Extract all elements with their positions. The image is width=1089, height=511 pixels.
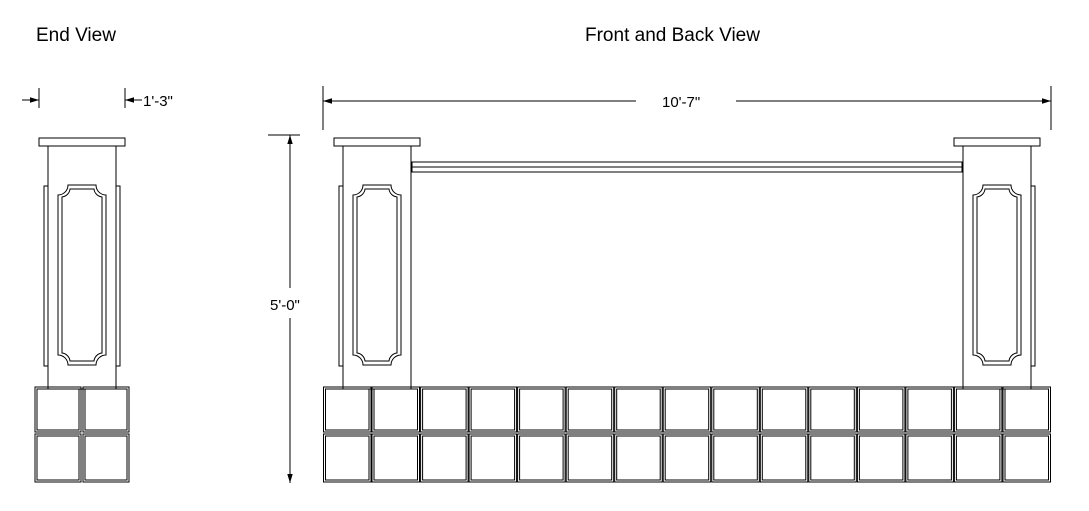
base-block: [420, 386, 469, 433]
base-block: [711, 433, 760, 483]
base-block: [371, 386, 420, 433]
base-block: [614, 386, 663, 433]
left-post-cap: [333, 137, 421, 147]
base-block: [1002, 433, 1051, 483]
base-block: [905, 386, 954, 433]
base-block: [614, 433, 663, 483]
front-base-blocks: [323, 386, 1051, 483]
left-post: [333, 137, 421, 390]
base-block: [662, 386, 712, 433]
base-block: [759, 433, 809, 483]
right-post: [953, 137, 1041, 390]
base-block: [565, 386, 615, 433]
end-base-blocks: [34, 386, 130, 483]
height-dimension: 5'-0": [270, 297, 300, 314]
base-block: [662, 433, 712, 483]
base-block: [953, 386, 1003, 433]
base-block: [468, 386, 518, 433]
base-block: [420, 433, 469, 483]
base-block: [1002, 386, 1051, 433]
base-block: [856, 433, 906, 483]
end-post-panel: [57, 184, 107, 366]
base-block: [517, 386, 566, 433]
base-block: [323, 386, 372, 433]
base-block: [517, 433, 566, 483]
base-block: [905, 433, 954, 483]
base-block: [808, 433, 857, 483]
base-block: [371, 433, 420, 483]
front-view-title: Front and Back View: [585, 25, 760, 46]
front-view: 10'-7" 5'-0": [268, 86, 1052, 483]
base-block: [711, 386, 760, 433]
end-post-cap: [38, 137, 126, 147]
end-post: [47, 145, 117, 390]
length-dimension: 10'-7": [662, 94, 700, 111]
base-block: [808, 386, 857, 433]
base-block: [323, 433, 372, 483]
right-post-cap: [953, 137, 1041, 147]
end-view-title: End View: [36, 25, 116, 46]
end-view: 1'-3": [22, 88, 173, 483]
base-block: [565, 433, 615, 483]
base-block: [953, 433, 1003, 483]
base-block: [856, 386, 906, 433]
base-block: [759, 386, 809, 433]
base-block: [468, 433, 518, 483]
end-width-dimension: 1'-3": [143, 93, 173, 110]
